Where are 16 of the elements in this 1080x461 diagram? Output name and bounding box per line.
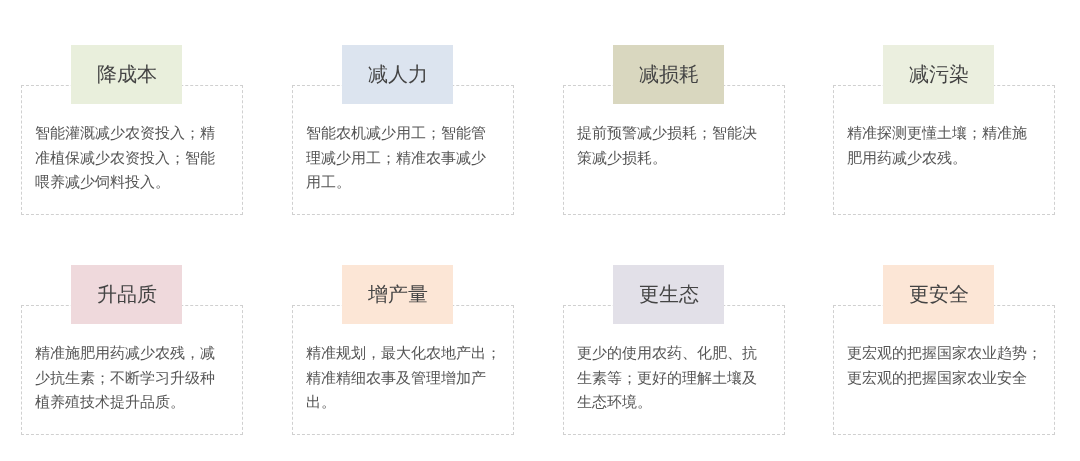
description-box: 精准规划，最大化农地产出；精准精细农事及管理增加产出。 [292, 305, 514, 435]
description-box: 精准施肥用药减少农残，减少抗生素；不断学习升级种植养殖技术提升品质。 [21, 305, 243, 435]
description-box: 提前预警减少损耗；智能决策减少损耗。 [563, 85, 785, 215]
description-box: 更宏观的把握国家农业趋势；更宏观的把握国家农业安全 [833, 305, 1055, 435]
description-box: 精准探测更懂土壤；精准施肥用药减少农残。 [833, 85, 1055, 215]
heading-tab: 更安全 [883, 265, 994, 324]
description-box: 更少的使用农药、化肥、抗生素等；更好的理解土壤及生态环境。 [563, 305, 785, 435]
heading-tab: 减损耗 [613, 45, 724, 104]
description-box: 智能农机减少用工；智能管理减少用工；精准农事减少用工。 [292, 85, 514, 215]
heading-tab: 更生态 [613, 265, 724, 324]
description-box: 智能灌溉减少农资投入；精准植保减少农资投入；智能喂养减少饲料投入。 [21, 85, 243, 215]
heading-tab: 减污染 [883, 45, 994, 104]
heading-tab: 降成本 [71, 45, 182, 104]
heading-tab: 升品质 [71, 265, 182, 324]
heading-tab: 减人力 [342, 45, 453, 104]
heading-tab: 增产量 [342, 265, 453, 324]
